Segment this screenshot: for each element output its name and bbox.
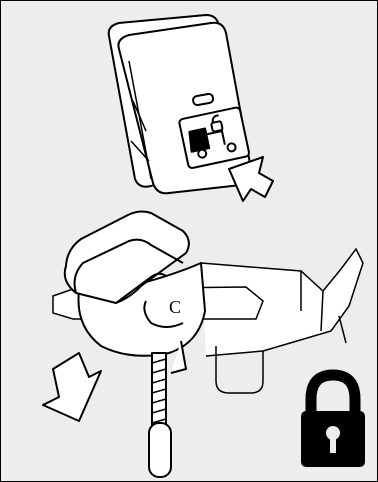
tow-hitch-icon: C (65, 212, 205, 477)
lock-icon (301, 375, 365, 467)
hitch-emblem-glyph: C (169, 297, 181, 317)
down-arrow-icon (43, 353, 101, 421)
wireless-remote-icon (109, 15, 252, 193)
